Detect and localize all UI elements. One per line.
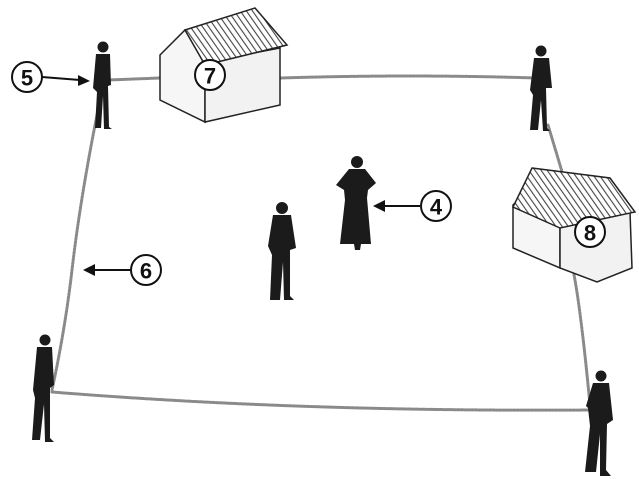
house-8 [511, 167, 637, 283]
label-6-callout: 6 [130, 254, 162, 286]
rope-bottom-segment [50, 390, 592, 412]
label-7-callout: 7 [194, 59, 226, 91]
arrow-4 [373, 200, 420, 212]
woman-in-dress-silhouette [336, 156, 376, 250]
rope-left-segment [50, 108, 100, 392]
person-silhouette-top-right [530, 45, 552, 131]
label-5-text: 5 [21, 66, 33, 91]
label-7-text: 7 [204, 64, 216, 89]
rope-perimeter [50, 74, 592, 412]
person-silhouette-bottom-right [585, 370, 613, 476]
label-8-callout: 8 [574, 216, 606, 248]
house-7-roof [183, 7, 289, 66]
person-silhouette-center [268, 202, 296, 300]
arrow-5 [41, 75, 90, 86]
person-silhouette-top-left [93, 41, 112, 129]
house-7 [159, 7, 289, 124]
label-5-callout: 5 [11, 61, 43, 93]
arrow-6 [83, 264, 131, 276]
label-8-text: 8 [584, 221, 596, 246]
label-4-text: 4 [430, 195, 443, 220]
label-4-callout: 4 [420, 190, 452, 222]
rope-top-left-segment [106, 76, 162, 82]
label-6-text: 6 [140, 259, 152, 284]
rope-top-segment [278, 74, 538, 80]
person-silhouette-bottom-left [32, 334, 54, 442]
rope-right-upper-segment [546, 123, 565, 177]
